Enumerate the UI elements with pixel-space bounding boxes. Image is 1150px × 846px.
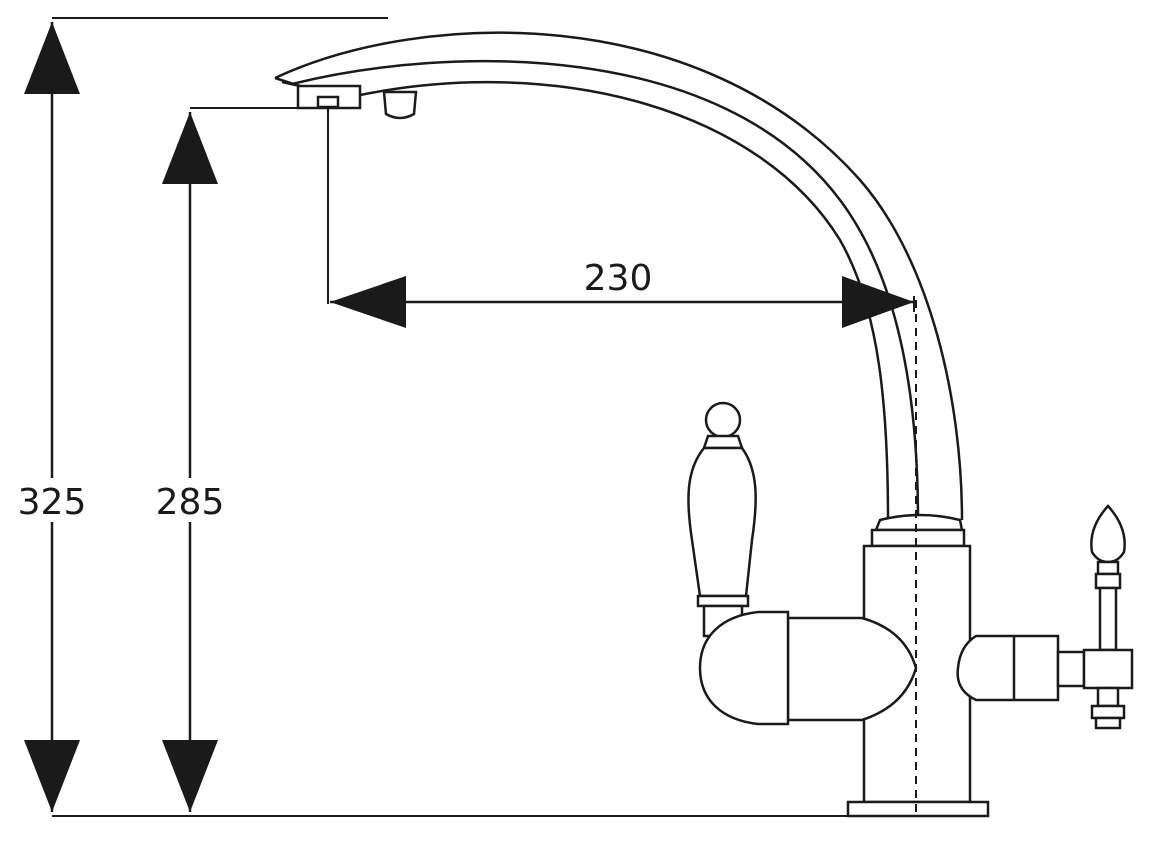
spout-reach-label: 230	[584, 258, 653, 299]
arrow-left-icon	[330, 276, 406, 328]
spout-height-dimension: 285	[148, 112, 232, 812]
spout	[274, 31, 964, 521]
arrow-down-icon	[162, 740, 218, 812]
dimension-lines: 325 285 230	[10, 17, 915, 817]
aerator	[296, 84, 418, 120]
right-small-handle	[1082, 504, 1134, 730]
arrow-up-icon	[24, 22, 80, 94]
arrow-right-icon	[842, 276, 914, 328]
total-height-dimension: 325	[10, 22, 94, 812]
left-lever-handle	[687, 401, 757, 638]
arrow-up-icon	[162, 112, 218, 184]
arrow-down-icon	[24, 740, 80, 812]
total-height-label: 325	[18, 482, 87, 523]
left-valve	[698, 610, 918, 726]
faucet	[274, 31, 1134, 818]
spout-collar	[870, 513, 966, 548]
spout-height-label: 285	[156, 482, 225, 523]
spout-reach-dimension: 230	[330, 258, 915, 328]
right-valve	[956, 634, 1086, 702]
